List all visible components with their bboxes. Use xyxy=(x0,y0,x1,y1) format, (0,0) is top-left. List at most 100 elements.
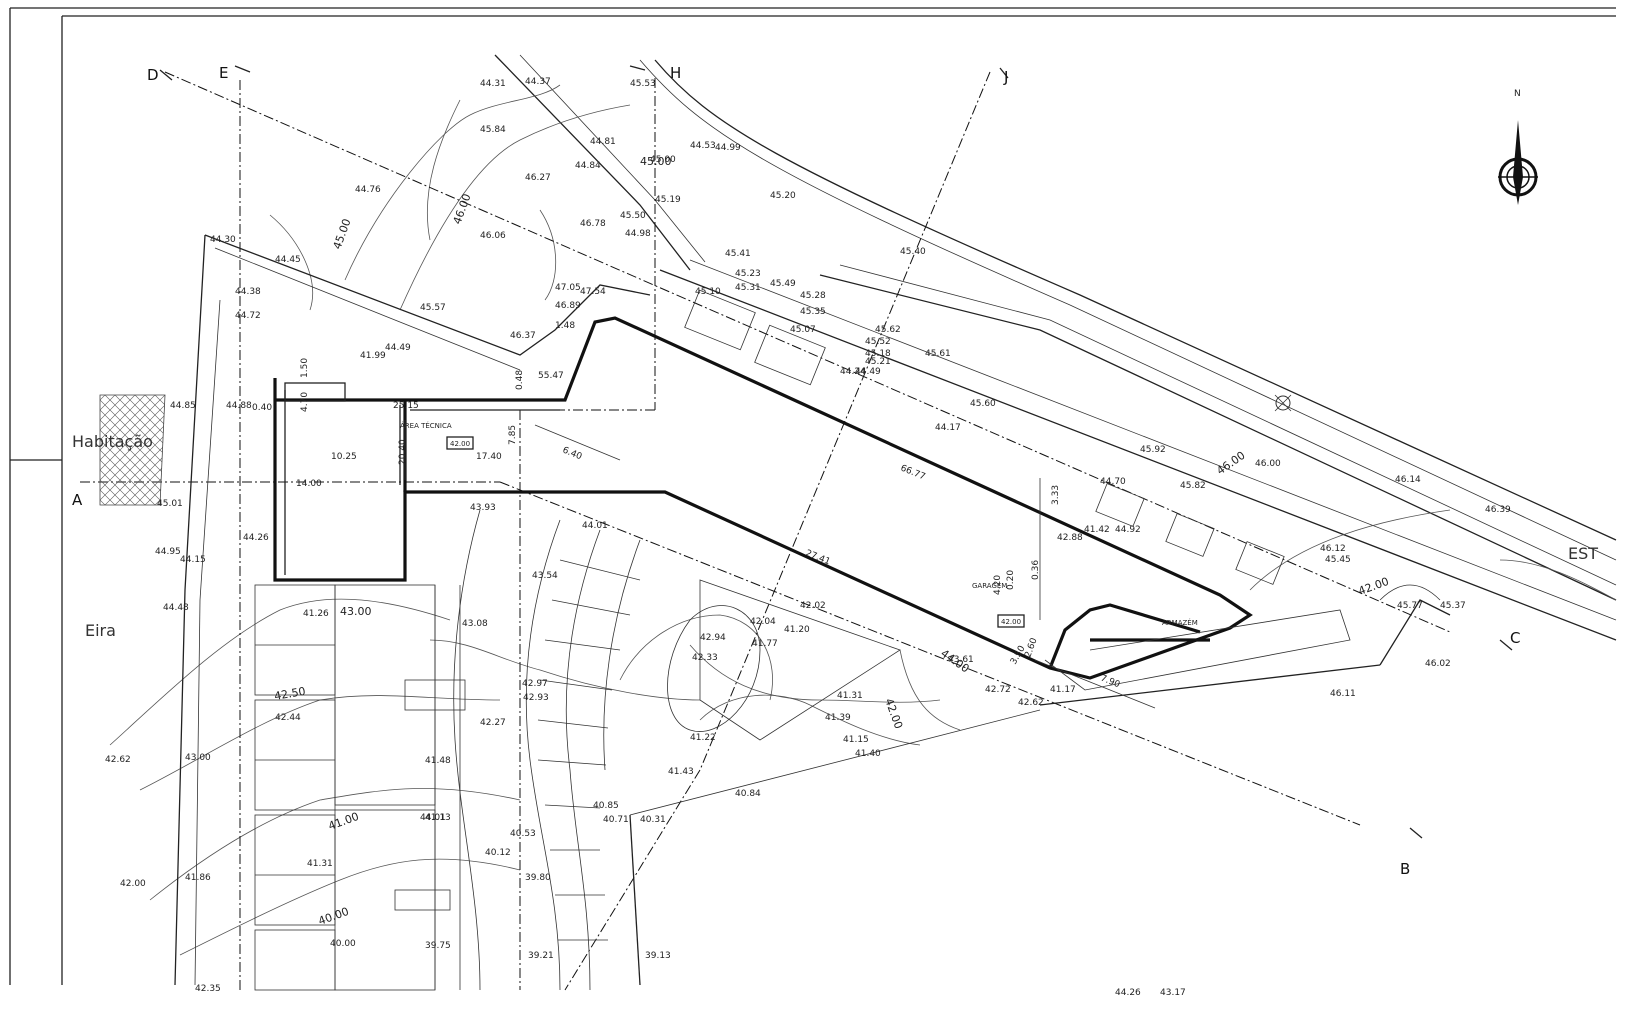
spot-elevation: 41.31 xyxy=(307,859,333,869)
label-area-tecnica: ÁREA TÉCNICA xyxy=(400,421,452,430)
spot-elevation: 41.99 xyxy=(360,351,386,361)
spot-elevation: 45.20 xyxy=(770,191,796,201)
spot-elevation: 45.82 xyxy=(1180,481,1206,491)
section-marker-e: E xyxy=(219,64,228,82)
spot-elevation: 44.17 xyxy=(935,423,961,433)
spot-elevation: 44.85 xyxy=(170,401,196,411)
contour-label: 42.00 xyxy=(1357,575,1391,598)
spot-elevation: 40.31 xyxy=(640,815,666,825)
spot-elevation: 42.72 xyxy=(985,685,1011,695)
spot-elevation: 44.49 xyxy=(855,367,881,377)
spot-elevation: 45.18 xyxy=(865,349,891,359)
spot-elevation: 47.54 xyxy=(580,287,606,297)
parking-stalls xyxy=(453,509,641,991)
spot-elevation: 44.84 xyxy=(575,161,601,171)
spot-elevation: 46.11 xyxy=(1330,689,1356,699)
spot-elevation: 45.53 xyxy=(630,79,656,89)
spot-elevation: 41.13 xyxy=(425,813,451,823)
spot-elevation: 43.61 xyxy=(948,655,974,665)
dimension-value: 0.20 xyxy=(1006,570,1016,590)
label-habitacao: Habitação xyxy=(72,432,153,451)
spot-elevation: 39.75 xyxy=(425,941,451,951)
spot-elevation: 44.70 xyxy=(1100,477,1126,487)
spot-elevation: 45.52 xyxy=(865,337,891,347)
spot-elevation: 42.02 xyxy=(800,601,826,611)
spot-elevation: 46.02 xyxy=(1425,659,1451,669)
spot-elevation: 41.42 xyxy=(1084,525,1110,535)
site-boundary xyxy=(174,234,1451,986)
spot-elevation: 42.33 xyxy=(692,653,718,663)
spot-elevation: 47.05 xyxy=(555,283,581,293)
spot-elevation: 42.94 xyxy=(700,633,726,643)
dimension-value: 6.40 xyxy=(561,446,584,463)
contour-label: 45.00 xyxy=(640,155,672,168)
section-marker-h: H xyxy=(670,64,681,82)
spot-elevation: 43.00 xyxy=(185,753,211,763)
contour-label: 42.00 xyxy=(882,697,905,731)
dimension-value: 2.60 xyxy=(1023,637,1039,660)
label-est: EST xyxy=(1568,544,1598,563)
contour-label: 45.00 xyxy=(331,217,354,251)
dimension-lines xyxy=(404,420,1156,709)
spot-elevation: 45.19 xyxy=(655,195,681,205)
dimension-value: 66.77 xyxy=(899,464,927,483)
spot-elevation: 45.84 xyxy=(480,125,506,135)
level-box-1: 42.00 xyxy=(450,440,470,448)
spot-elevation: 44.37 xyxy=(525,77,551,87)
drawing-frame xyxy=(9,7,1616,985)
spot-elevation: 41.22 xyxy=(690,733,716,743)
spot-elevation: 43.93 xyxy=(470,503,496,513)
spot-elevation: 43.08 xyxy=(462,619,488,629)
dimension-value: 14.00 xyxy=(296,479,322,489)
section-marker-ticks xyxy=(159,65,1513,839)
spot-elevation: 41.77 xyxy=(752,639,778,649)
contour-label: 40.00 xyxy=(317,905,351,928)
spot-elevation: 42.88 xyxy=(1057,533,1083,543)
spot-elevation: 42.44 xyxy=(275,713,301,723)
label-eira: Eira xyxy=(85,621,116,640)
spot-elevation: 45.10 xyxy=(695,287,721,297)
spot-elevation: 40.00 xyxy=(330,939,356,949)
contour-label: 46.00 xyxy=(451,192,474,226)
spot-elevation: 44.48 xyxy=(163,603,189,613)
spot-elevation: 41.31 xyxy=(837,691,863,701)
spot-elevation: 46.06 xyxy=(480,231,506,241)
spot-elevation: 39.21 xyxy=(528,951,554,961)
road-edges xyxy=(494,54,1617,641)
spot-elevation: 40.84 xyxy=(735,789,761,799)
spot-elevation: 45.07 xyxy=(790,325,816,335)
spot-elevation: 45.60 xyxy=(970,399,996,409)
spot-elevation: 45.23 xyxy=(735,269,761,279)
spot-elevation: 40.53 xyxy=(510,829,536,839)
level-box-2: 42.00 xyxy=(1001,618,1021,626)
spot-elevation: 45.92 xyxy=(1140,445,1166,455)
spot-elevation: 41.40 xyxy=(855,749,881,759)
spot-elevation: 46.37 xyxy=(510,331,536,341)
spot-elevation: 44.99 xyxy=(715,143,741,153)
spot-elevation: 42.35 xyxy=(195,984,221,994)
spot-elevation: 42.62 xyxy=(105,755,131,765)
spot-elevation: 43.17 xyxy=(1160,988,1186,998)
spot-elevation: 44.81 xyxy=(590,137,616,147)
spot-elevation: 40.12 xyxy=(485,848,511,858)
spot-elevations: 44.7644.4544.3044.3844.7244.4941.9945.57… xyxy=(105,77,1511,998)
spot-elevation: 44.92 xyxy=(1115,525,1141,535)
dimension-value: 20.40 xyxy=(398,439,408,465)
neighbour-building-hatch xyxy=(99,394,166,506)
spot-elevation: 42.27 xyxy=(480,718,506,728)
spot-elevation: 44.01 xyxy=(420,813,446,823)
spot-elevation: 45.01 xyxy=(157,499,183,509)
spot-elevation: 44.76 xyxy=(355,185,381,195)
label-armazem: ARMAZÉM xyxy=(1162,618,1198,627)
spot-elevation: 45.62 xyxy=(875,325,901,335)
dimension-value: 4.70 xyxy=(300,392,310,412)
spot-elevation: 45.31 xyxy=(735,283,761,293)
spot-elevation: 44.49 xyxy=(385,343,411,353)
spot-elevation: 44.30 xyxy=(210,235,236,245)
spot-elevation: 41.17 xyxy=(1050,685,1076,695)
spot-elevation: 41.43 xyxy=(668,767,694,777)
spot-elevation: 45.37 xyxy=(1440,601,1466,611)
spot-elevation: 41.15 xyxy=(843,735,869,745)
spot-elevation: 44.88 xyxy=(226,401,252,411)
